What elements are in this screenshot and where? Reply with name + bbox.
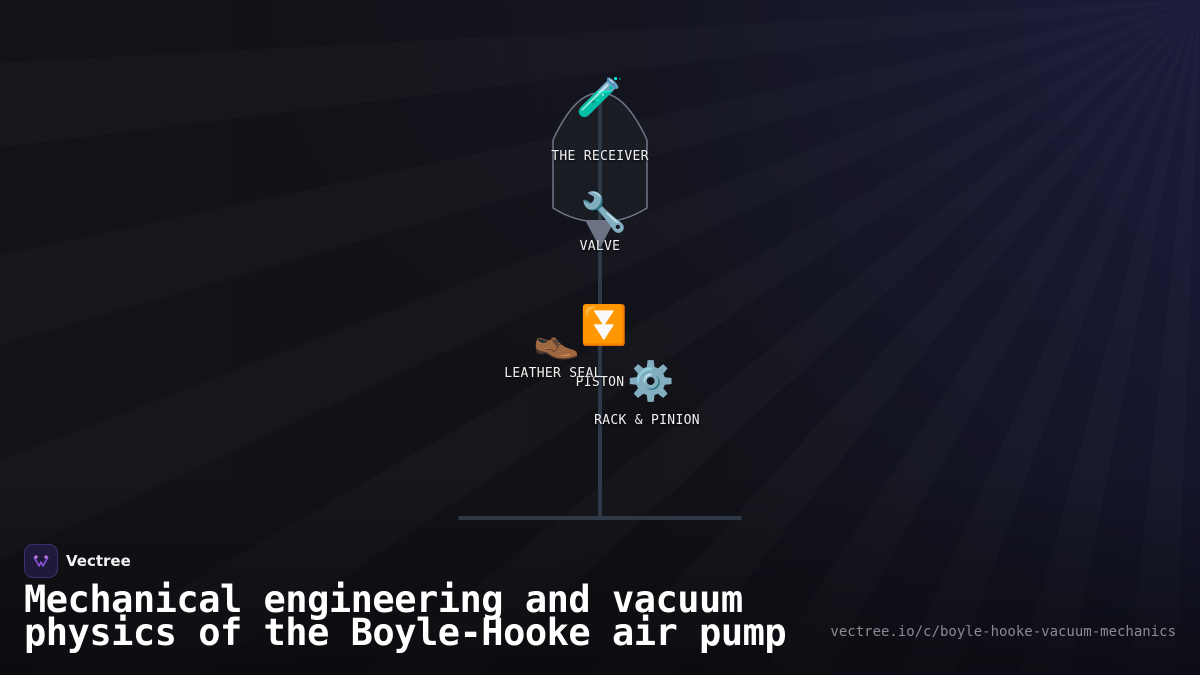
brand: Vectree — [24, 544, 131, 578]
valve-funnel — [585, 220, 615, 248]
brand-name: Vectree — [66, 552, 131, 570]
wrench-icon: 🔧 — [580, 190, 628, 234]
vectree-logo-icon — [24, 544, 58, 578]
test-tube-icon: 🧪 — [576, 75, 624, 119]
gear-icon: ⚙️ — [627, 359, 675, 403]
label-valve: VALVE — [579, 239, 621, 254]
label-piston: PISTON — [575, 375, 625, 390]
label-leather-seal: LEATHER SEAL — [504, 366, 602, 381]
leather-shoe-icon: 👞 — [533, 317, 581, 361]
double-down-arrow-icon: ⏬ — [580, 303, 628, 347]
label-rack-pinion: RACK & PINION — [594, 413, 700, 428]
page-title: Mechanical engineering and vacuum physic… — [24, 578, 787, 654]
source-url[interactable]: vectree.io/c/boyle-hooke-vacuum-mechanic… — [830, 624, 1176, 640]
label-receiver: THE RECEIVER — [551, 149, 649, 164]
